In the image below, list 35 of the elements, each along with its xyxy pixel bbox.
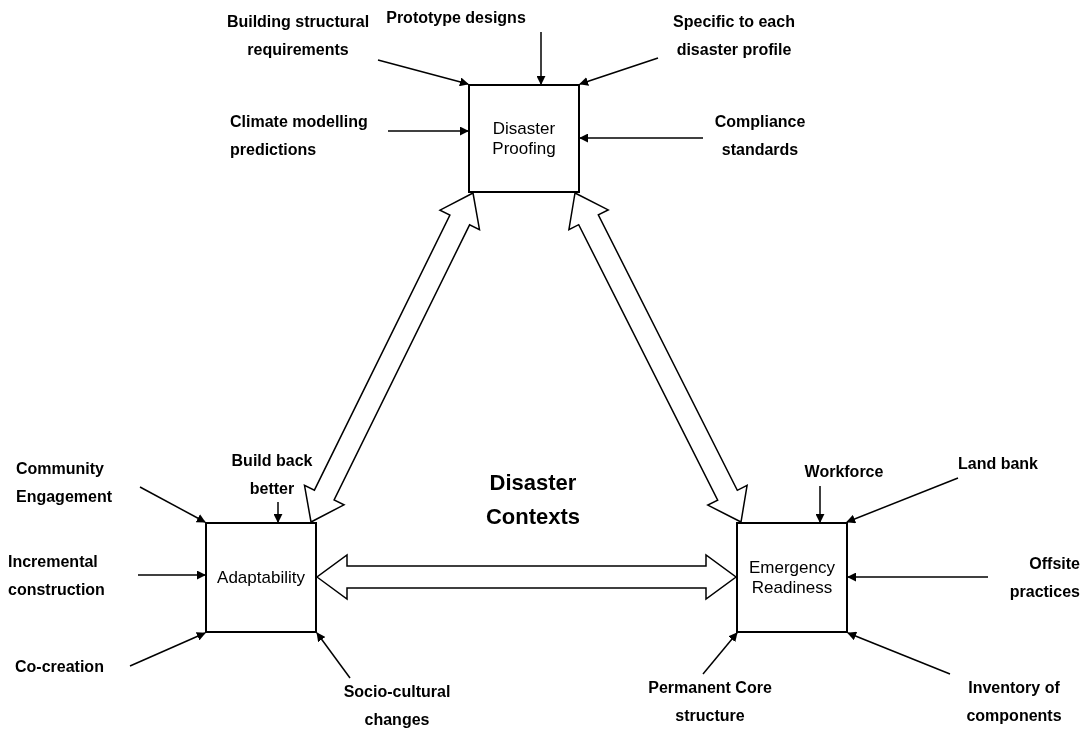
process-box: Disaster Proofing	[468, 84, 580, 193]
arrow	[815, 485, 825, 523]
arrow	[273, 501, 283, 523]
arrow	[137, 570, 206, 580]
arrow	[377, 59, 469, 87]
arrow	[387, 126, 469, 136]
input-label: Land bank	[958, 450, 1066, 478]
process-box: Adaptability	[205, 522, 317, 633]
input-label: Workforce	[798, 458, 890, 486]
input-label: Permanent Core structure	[643, 674, 777, 728]
double-block-arrow	[315, 553, 738, 601]
arrow	[846, 477, 959, 524]
input-label: Inventory of components	[950, 674, 1078, 728]
arrow	[579, 133, 704, 143]
arrow	[129, 632, 206, 667]
arrow	[139, 486, 206, 523]
double-block-arrow	[303, 191, 481, 524]
arrow	[536, 31, 546, 85]
input-label: Specific to each disaster profile	[658, 8, 810, 66]
input-label: Socio-cultural changes	[338, 678, 456, 730]
input-label: Community Engagement	[16, 455, 140, 513]
arrow	[847, 572, 989, 582]
arrow	[702, 632, 738, 675]
input-label: Offsite practices	[988, 550, 1080, 608]
input-label: Co-creation	[15, 653, 130, 681]
arrow	[316, 632, 351, 679]
center-heading: Disaster Contexts	[455, 468, 611, 532]
process-box: Emergency Readiness	[736, 522, 848, 633]
arrow	[579, 57, 659, 86]
arrow	[847, 631, 951, 675]
input-label: Incremental construction	[8, 548, 138, 606]
double-block-arrow	[567, 191, 749, 524]
input-label: Compliance standards	[703, 108, 817, 166]
input-label: Climate modelling predictions	[230, 108, 388, 166]
input-label: Build back better	[222, 447, 322, 503]
